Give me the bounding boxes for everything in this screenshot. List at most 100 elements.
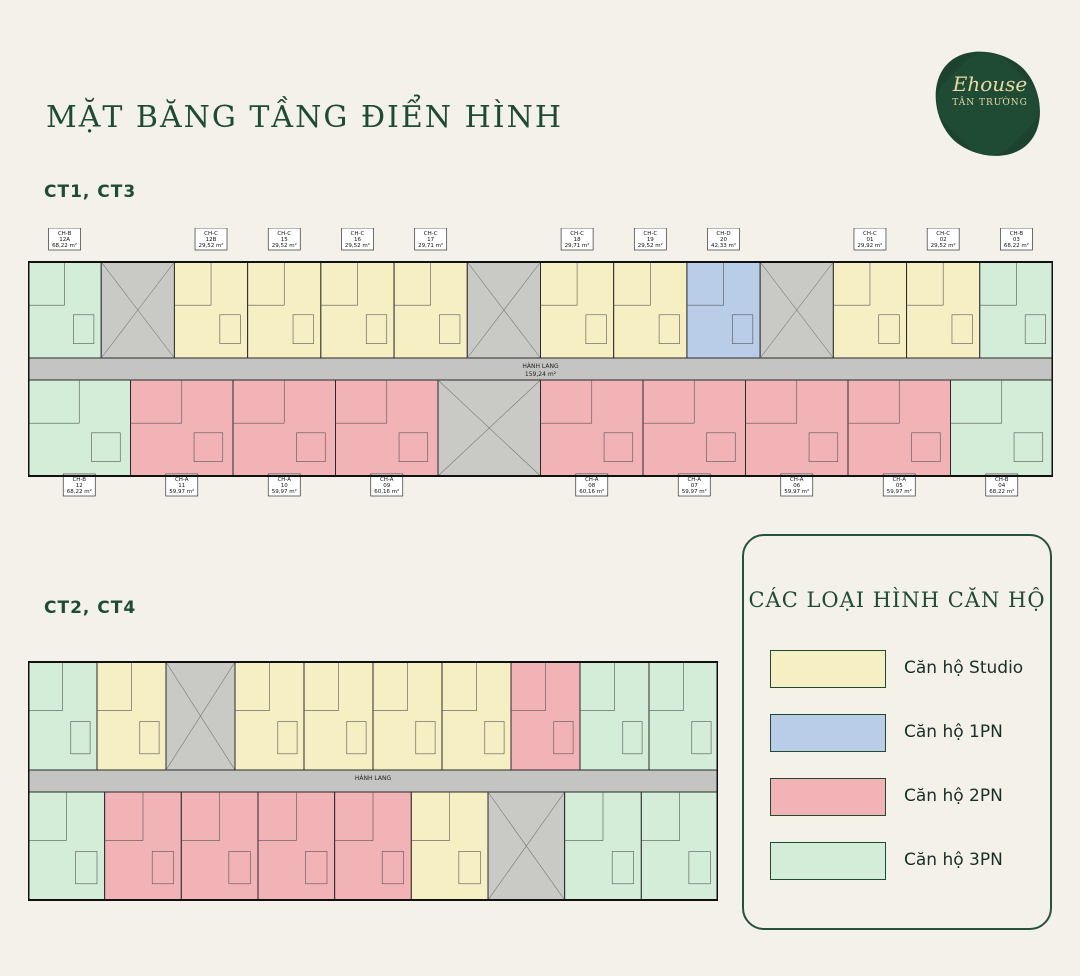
building-outline <box>28 261 1053 477</box>
unit-number: 17 <box>427 237 434 243</box>
legend-swatch-3pn <box>770 842 886 880</box>
unit-tag-box <box>575 473 609 497</box>
room-outline <box>365 314 388 344</box>
unit-code: CH-B <box>72 477 86 483</box>
unit-code: CH-A <box>277 477 291 483</box>
unit-area: 59,97 m² <box>784 488 809 495</box>
room-outline <box>622 721 643 755</box>
unit-code: CH-C <box>277 231 291 237</box>
unit-number: 12 <box>76 483 83 489</box>
room-outline <box>1024 314 1046 344</box>
unit-code: CH-A <box>175 477 189 483</box>
unit-area: 60,16 m² <box>374 488 399 495</box>
page-title: MẶT BĂNG TẦNG ĐIỂN HÌNH <box>46 100 563 135</box>
unit-code: CH-B <box>1010 231 1024 237</box>
legend-item-3pn: Căn hộ 3PN <box>770 842 1040 880</box>
room-outline <box>732 314 754 344</box>
unit-tag-box <box>267 473 301 497</box>
unit-area: 29,52 m² <box>931 242 956 249</box>
unit-tag-box <box>926 228 960 251</box>
room-outline <box>91 432 121 462</box>
unit-number: 08 <box>588 483 595 489</box>
unit-tag-box <box>62 473 96 497</box>
room-outline <box>277 721 298 755</box>
unit-number: 12B <box>206 237 217 243</box>
room-outline <box>228 851 251 885</box>
unit-tag-box <box>853 228 887 251</box>
core-hatch <box>467 261 541 359</box>
room-outline <box>292 314 314 344</box>
unit-code: CH-A <box>380 477 394 483</box>
room-outline <box>398 432 429 462</box>
room-outline <box>611 851 634 885</box>
unit-area: 59,97 m² <box>887 488 912 495</box>
unit-tag-box <box>633 228 667 251</box>
unit-area: 42,33 m² <box>711 242 736 249</box>
logo-brand: Ehouse <box>952 72 1028 96</box>
unit-number: 11 <box>178 483 185 489</box>
unit-tag-box <box>560 228 594 251</box>
unit-code: CH-A <box>790 477 804 483</box>
unit-number: 05 <box>896 483 903 489</box>
unit-tag-box <box>414 228 448 251</box>
unit-area: 29,52 m² <box>272 242 297 249</box>
unit-code: CH-C <box>936 231 950 237</box>
legend-swatch-2pn <box>770 778 886 816</box>
unit-number: 07 <box>691 483 698 489</box>
unit-code: CH-C <box>424 231 438 237</box>
unit-number: 12A <box>59 237 70 243</box>
unit-area: 60,16 m² <box>579 488 604 495</box>
room-outline <box>75 851 98 885</box>
room-outline <box>688 851 711 885</box>
unit-area: 59,97 m² <box>272 488 297 495</box>
unit-tag-box <box>165 473 199 497</box>
room-outline <box>73 314 95 344</box>
unit-number: 01 <box>866 237 873 243</box>
unit-number: 02 <box>940 237 947 243</box>
unit-area: 68,22 m² <box>989 488 1014 495</box>
legend-title: CÁC LOẠI HÌNH CĂN HỘ <box>748 588 1046 612</box>
unit-tag-box <box>677 473 711 497</box>
plan-label-ct2-ct4: CT2, CT4 <box>44 598 137 618</box>
unit-tag-box <box>267 228 301 251</box>
unit-code: CH-A <box>687 477 701 483</box>
room-outline <box>296 432 326 462</box>
plan-label-ct1-ct3: CT1, CT3 <box>44 182 137 202</box>
legend-label-2pn: Căn hộ 2PN <box>904 786 1003 806</box>
room-outline <box>484 721 505 755</box>
unit-tag-box <box>780 473 814 497</box>
corridor-area: 159,24 m² <box>525 371 557 378</box>
room-outline <box>381 851 404 885</box>
unit-area: 68,22 m² <box>1004 242 1029 249</box>
unit-area: 29,92 m² <box>857 242 882 249</box>
unit-number: 18 <box>574 237 581 243</box>
legend-label-3pn: Căn hộ 3PN <box>904 850 1003 870</box>
apartment-type-legend: CÁC LOẠI HÌNH CĂN HỘ Căn hộ Studio Căn h… <box>742 534 1052 930</box>
unit-area: 29,52 m² <box>199 242 224 249</box>
floor-plan-ct2-ct4: HÀNH LANG <box>28 661 718 901</box>
core-hatch <box>759 261 834 359</box>
corridor-label: HÀNH LANG <box>355 775 392 782</box>
unit-code: CH-A <box>585 477 599 483</box>
room-outline <box>603 432 634 462</box>
legend-item-studio: Căn hộ Studio <box>770 650 1040 688</box>
core-hatch <box>100 261 175 359</box>
unit-area: 29,71 m² <box>565 242 590 249</box>
room-outline <box>193 432 224 462</box>
unit-area: 29,52 m² <box>638 242 663 249</box>
core-hatch <box>165 661 236 771</box>
unit-number: 16 <box>354 237 361 243</box>
unit-tag-box <box>341 228 374 251</box>
room-outline <box>151 851 174 885</box>
legend-item-1pn: Căn hộ 1PN <box>770 714 1040 752</box>
room-outline <box>691 721 712 755</box>
building-outline <box>28 661 718 901</box>
legend-swatch-studio <box>770 650 886 688</box>
room-outline <box>415 721 436 755</box>
room-outline <box>951 314 973 344</box>
room-outline <box>439 314 461 344</box>
room-outline <box>346 721 367 755</box>
unit-code: CH-C <box>204 231 218 237</box>
unit-number: 20 <box>720 237 727 243</box>
